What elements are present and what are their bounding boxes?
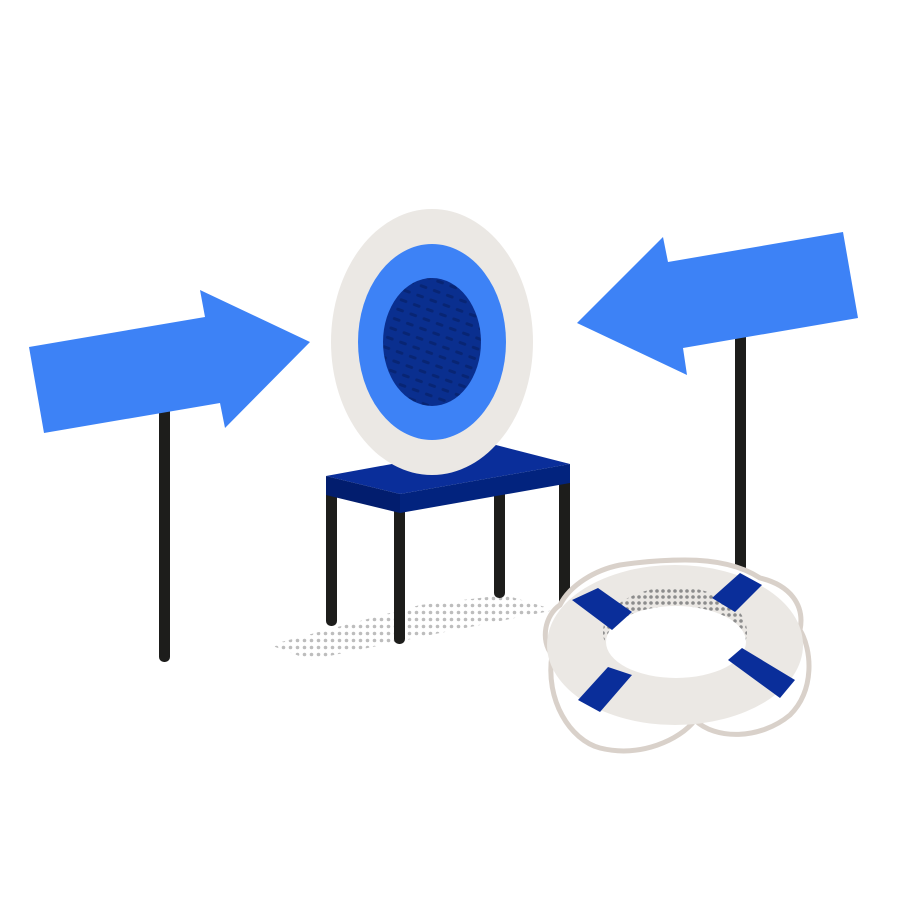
right-pointing-arrow-icon — [29, 290, 310, 433]
table-front-face — [326, 476, 400, 513]
table-leg — [394, 505, 405, 644]
right-pole — [735, 325, 746, 580]
left-pointing-arrow-icon — [577, 232, 858, 375]
table-side-face — [400, 464, 570, 513]
table-leg — [559, 478, 570, 606]
lifebuoy-hole — [606, 606, 746, 678]
table-leg — [326, 490, 337, 626]
right-signpost — [577, 232, 858, 580]
lifebuoy-stripe — [728, 648, 795, 698]
mirror — [331, 209, 533, 475]
table-leg — [494, 485, 505, 598]
table-shadow — [270, 595, 555, 660]
lifebuoy-stripe — [572, 588, 632, 630]
lifebuoy-stripe — [578, 667, 632, 712]
left-signpost — [29, 290, 310, 662]
mirror-glass — [383, 278, 481, 406]
left-pole — [159, 400, 170, 662]
lifebuoy — [542, 557, 812, 754]
lifebuoy-stripe — [712, 573, 762, 612]
